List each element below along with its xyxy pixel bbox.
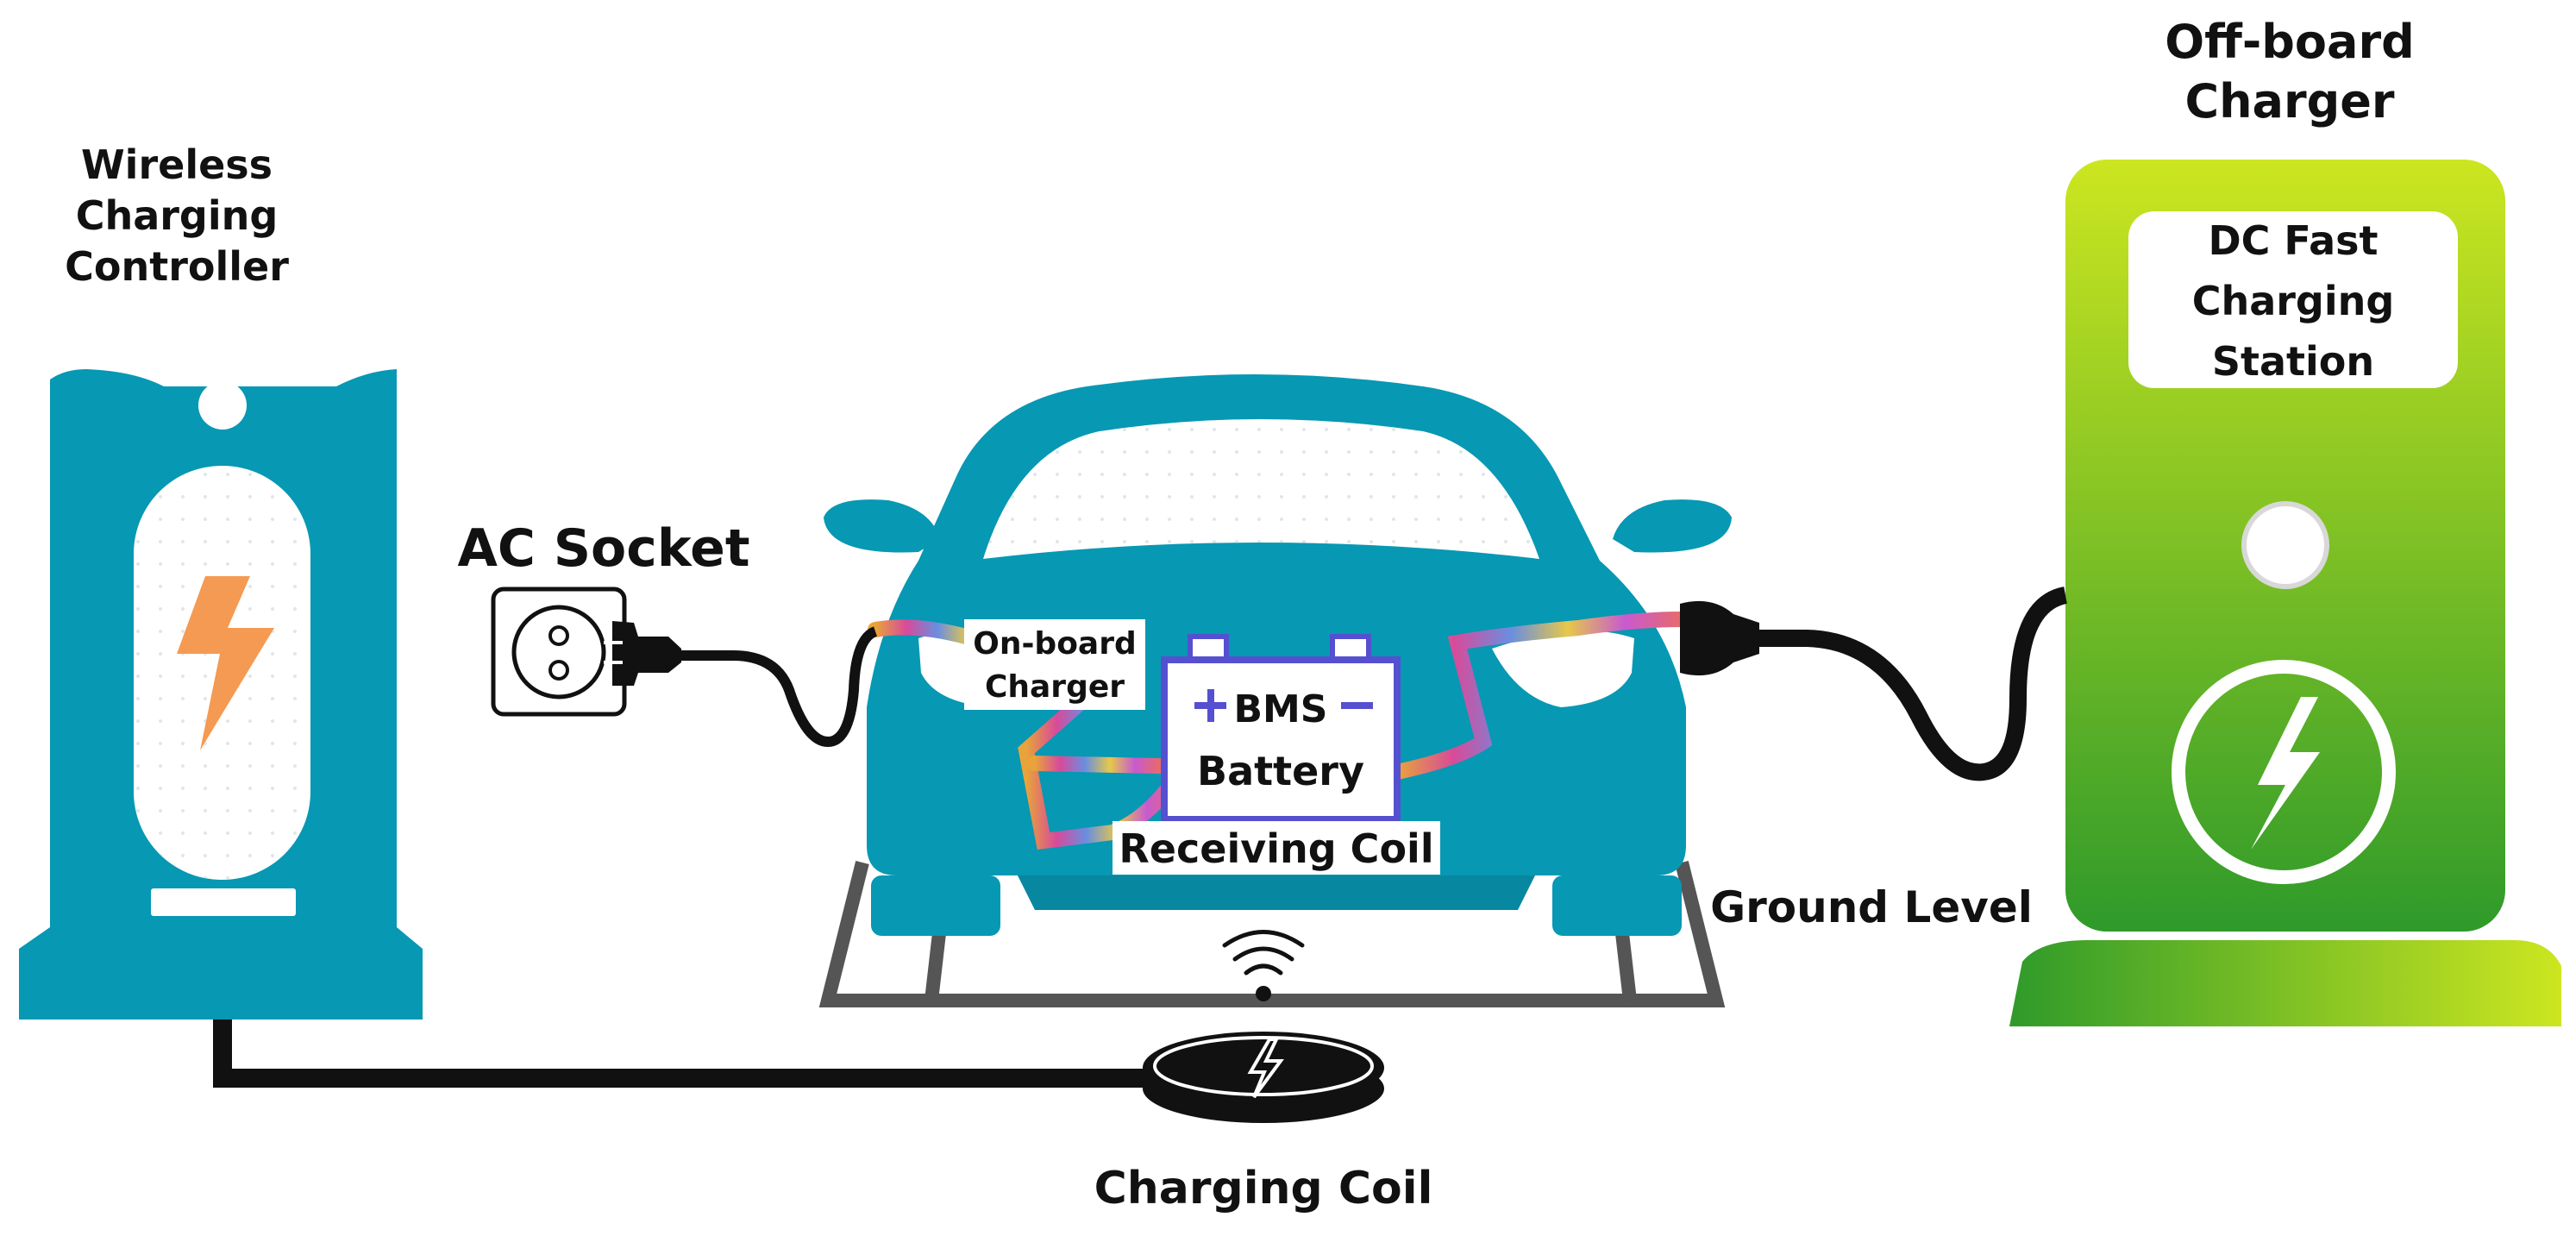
controller-cable <box>213 1020 1164 1088</box>
battery-label: Battery <box>1197 748 1364 794</box>
ac-socket-label: AC Socket <box>457 518 750 579</box>
ac-cable <box>681 626 878 748</box>
wireless-charging-controller-label: Wireless Charging Controller <box>65 141 289 290</box>
dc-fast-charging-station <box>2009 160 2561 1026</box>
receiving-coil-label: Receiving Coil <box>1119 825 1434 872</box>
charging-coil-label: Charging Coil <box>1094 1163 1433 1214</box>
lightning-icon <box>1247 1038 1284 1099</box>
wifi-signal-icon <box>1222 930 1305 1001</box>
power-plug-icon <box>612 621 681 686</box>
controller-indicator <box>198 381 247 430</box>
lightning-icon <box>2251 697 2320 850</box>
station-indicator <box>2241 501 2329 589</box>
onboard-charger-box <box>964 619 1145 710</box>
wireless-charging-controller <box>19 369 423 1020</box>
station-base <box>2009 940 2561 1026</box>
battery-icon <box>1161 634 1401 823</box>
ground-level-label: Ground Level <box>1710 882 2033 932</box>
charging-coil-pad <box>1143 1032 1384 1123</box>
bms-label: BMS <box>1233 687 1328 731</box>
onboard-charger-label: On-board Charger <box>973 626 1137 706</box>
dc-fast-charging-station-label: DC Fast Charging Station <box>2191 217 2395 385</box>
dc-cable <box>1759 587 2068 781</box>
lightning-icon <box>177 576 274 750</box>
wiring-harness <box>868 612 1689 850</box>
ac-socket <box>491 587 681 717</box>
power-plug-icon <box>1680 600 1759 676</box>
receiving-coil-box <box>1113 821 1440 875</box>
offboard-charger-label: Off-board Charger <box>2165 15 2415 129</box>
